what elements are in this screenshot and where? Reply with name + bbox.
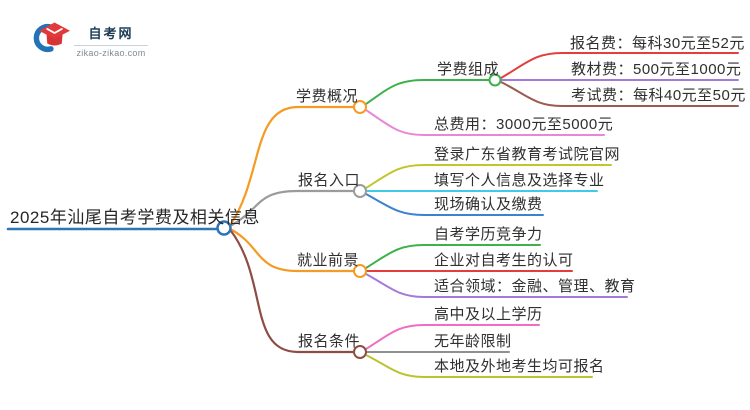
topic-registration-fee[interactable]: 报名费：每科30元至52元 — [570, 35, 745, 52]
employment-prospects-collapse-handle[interactable] — [353, 264, 367, 278]
topic-total-cost[interactable]: 总费用：3000元至5000元 — [434, 116, 614, 133]
connector-total-cost — [365, 109, 605, 136]
fee-composition-collapse-handle[interactable] — [488, 73, 502, 87]
connector-employment-prospects — [230, 228, 355, 273]
connector-local-nonlocal-eligible — [365, 354, 593, 378]
topic-fill-personal-info[interactable]: 填写个人信息及选择专业 — [434, 172, 605, 189]
connector-login-official-site — [365, 164, 612, 189]
root-collapse-handle[interactable] — [216, 220, 232, 236]
connector-registration-entry — [230, 189, 355, 227]
fee-overview-collapse-handle[interactable] — [353, 100, 367, 114]
connector-education-requirement — [365, 324, 540, 350]
site-name: 自考网 — [88, 26, 134, 41]
topic-registration-entry[interactable]: 报名入口 — [298, 172, 361, 189]
site-logo: 自考网 zikao-zikao.com — [30, 14, 148, 58]
connector-suitable-fields — [365, 273, 628, 298]
registration-entry-collapse-handle[interactable] — [353, 184, 367, 198]
logo-divider — [74, 45, 148, 46]
registration-requirements-collapse-handle[interactable] — [353, 345, 367, 359]
topic-fee-composition[interactable]: 学费组成 — [437, 61, 500, 78]
topic-textbook-fee[interactable]: 教材费：500元至1000元 — [571, 61, 742, 78]
topic-education-requirement[interactable]: 高中及以上学历 — [434, 306, 543, 323]
topic-exam-fee[interactable]: 考试费：每科40元至50元 — [571, 87, 746, 104]
logo-graduation-cap-icon — [33, 22, 70, 53]
topic-onsite-confirm-pay[interactable]: 现场确认及缴费 — [434, 196, 543, 213]
site-url: zikao-zikao.com — [76, 48, 146, 58]
connector-fee-composition — [365, 79, 490, 105]
connector-exam-fee — [500, 81, 739, 107]
root-topic[interactable]: 2025年汕尾自考学费及相关信息 — [10, 208, 260, 227]
topic-enterprise-recognition[interactable]: 企业对自考生的认可 — [434, 252, 574, 269]
logo-text-block: 自考网 zikao-zikao.com — [74, 14, 148, 58]
topic-suitable-fields[interactable]: 适合领域：金融、管理、教育 — [434, 278, 636, 295]
topic-no-age-limit[interactable]: 无年龄限制 — [434, 333, 512, 350]
topic-employment-prospects[interactable]: 就业前景 — [297, 252, 360, 269]
topic-local-nonlocal-eligible[interactable]: 本地及外地考生均可报名 — [434, 358, 605, 375]
connector-fee-overview — [229, 105, 355, 226]
topic-registration-requirements[interactable]: 报名条件 — [298, 333, 361, 350]
topic-qualification-competitiveness[interactable]: 自考学历竞争力 — [434, 226, 543, 243]
topic-login-official-site[interactable]: 登录广东省教育考试院官网 — [434, 146, 621, 163]
connector-registration-requirements — [229, 229, 355, 354]
connector-registration-fee — [500, 52, 739, 79]
topic-fee-overview[interactable]: 学费概况 — [296, 88, 359, 105]
connector-onsite-confirm-pay — [365, 193, 544, 216]
connector-qualification-competitiveness — [365, 244, 541, 269]
